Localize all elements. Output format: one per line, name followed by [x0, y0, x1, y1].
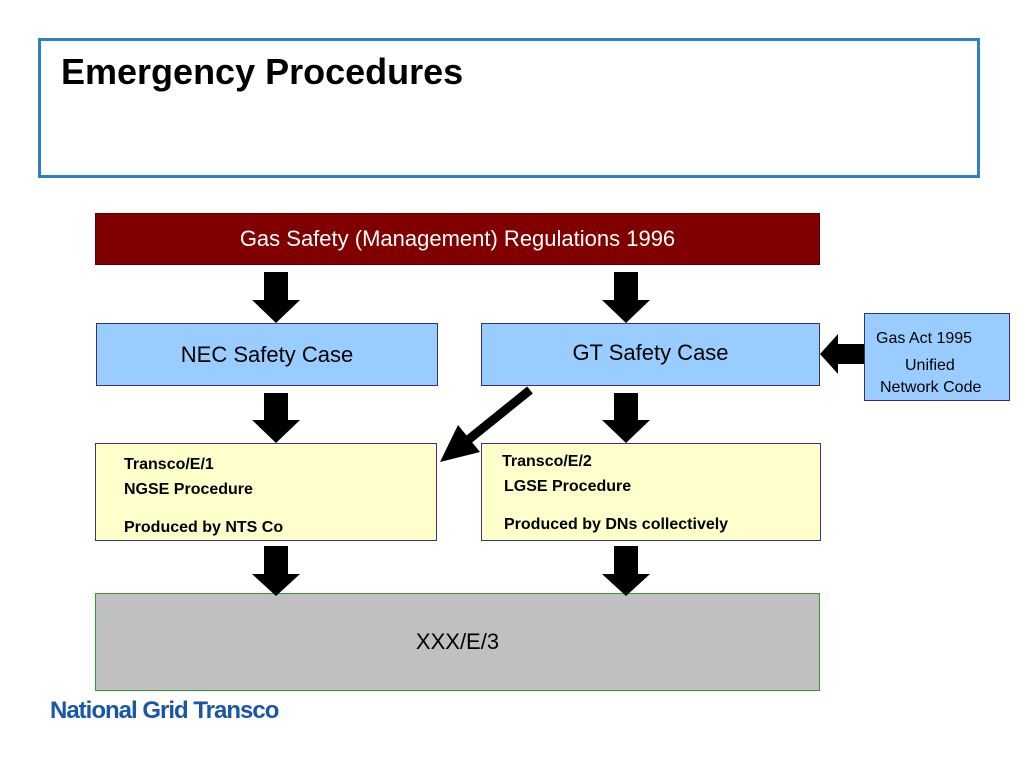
regulations-box: Gas Safety (Management) Regulations 1996	[95, 213, 820, 265]
gt-safety-case-box: GT Safety Case	[481, 323, 820, 386]
title-frame: Emergency Procedures	[38, 38, 980, 178]
arrow-regs-to-nec	[252, 272, 300, 323]
procedure-e2-code: Transco/E/2	[502, 453, 592, 470]
arrow-gt-to-e2	[602, 393, 650, 443]
arrow-nec-to-e1	[252, 393, 300, 443]
arrow-e2-to-output	[602, 546, 650, 596]
national-grid-transco-logo: National Grid Transco	[50, 697, 279, 724]
procedure-e1-box: Transco/E/1 NGSE Procedure Produced by N…	[95, 443, 437, 541]
gas-act-line1: Gas Act 1995	[876, 330, 973, 347]
nec-safety-case-box: NEC Safety Case	[96, 323, 438, 386]
gas-act-line3: Network Code	[880, 379, 982, 396]
procedure-e1-name: NGSE Procedure	[124, 481, 253, 498]
arrow-regs-to-gt	[602, 272, 650, 323]
arrow-e1-to-output	[252, 546, 300, 596]
arrow-gt-to-e1-head	[440, 425, 480, 462]
regulations-label: Gas Safety (Management) Regulations 1996	[239, 226, 676, 251]
procedure-e1-code: Transco/E/1	[124, 456, 214, 473]
output-box: XXX/E/3	[95, 593, 820, 691]
gt-safety-case-label: GT Safety Case	[572, 340, 729, 365]
procedure-e2-name: LGSE Procedure	[504, 478, 632, 495]
slide-title: Emergency Procedures	[61, 51, 464, 92]
procedure-e2-box: Transco/E/2 LGSE Procedure Produced by D…	[481, 443, 821, 541]
arrow-gas-act-to-gt	[820, 334, 864, 374]
nec-safety-case-label: NEC Safety Case	[180, 341, 354, 367]
procedure-e2-producer: Produced by DNs collectively	[504, 516, 729, 533]
gas-act-box: Gas Act 1995 Unified Network Code	[864, 313, 1010, 401]
procedure-e1-producer: Produced by NTS Co	[124, 519, 284, 536]
output-label: XXX/E/3	[415, 629, 500, 654]
arrow-gt-to-e1-shaft	[465, 386, 533, 444]
gas-act-line2: Unified	[905, 357, 955, 374]
